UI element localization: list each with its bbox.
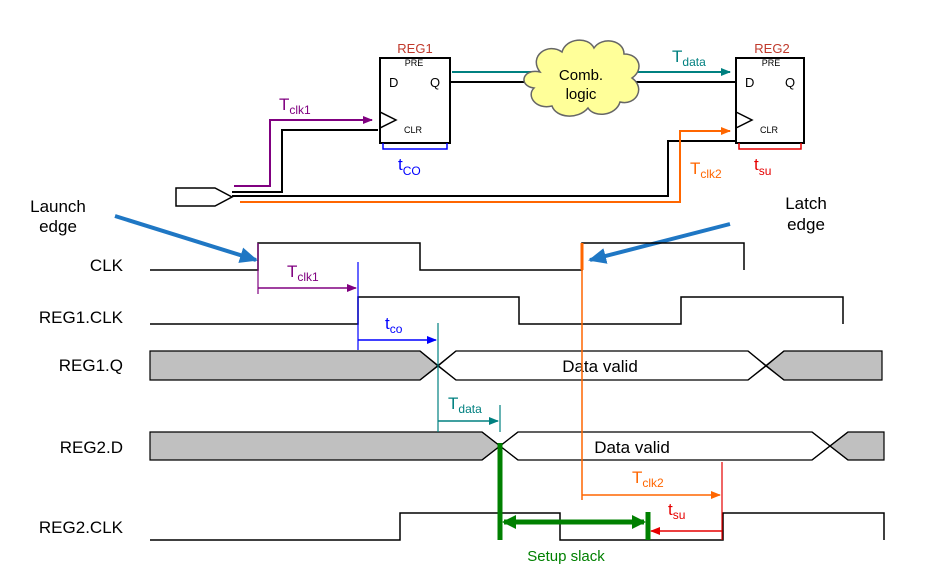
clk2-wire [232,140,736,197]
launch-edge-line1: Launch [30,197,86,216]
latch-edge-line1: Latch [785,194,827,213]
setup-slack-label: Setup slack [527,548,605,565]
latch-edge-line2: edge [787,215,825,234]
tclk2-path [240,127,731,203]
launch-edge-arrow [114,214,258,263]
comb-logic-line2: logic [566,86,597,103]
tdata-label: Tdata [672,47,706,69]
tco-label: tCO [398,155,421,178]
timing-tclk2-label: Tclk2 [632,468,664,490]
tsu-label: tsu [754,155,771,178]
reg2-tsu-brace [738,143,802,150]
reg1-d: D [389,75,398,90]
clk1-wire [232,129,378,193]
tclk2-label: Tclk2 [690,159,722,181]
launch-edge-line2: edge [39,217,77,236]
reg1-flipflop: REG1 PRE D Q CLR [379,41,451,144]
reg2-clk-waveform [150,512,885,541]
reg2-q: Q [785,75,795,90]
timing-tco-label: tco [385,314,403,336]
reg2-name: REG2 [754,41,789,56]
reg1-q-bus: Data valid [149,350,883,381]
reg2-d: D [745,75,754,90]
reg1-pre: PRE [405,58,424,68]
signal-reg2-clk-label: REG2.CLK [39,518,124,537]
clock-input-pin [175,187,234,207]
tclk1-path [234,116,373,187]
comb-logic-line1: Comb. [559,67,603,84]
signal-reg1-clk-label: REG1.CLK [39,308,124,327]
reg1-q: Q [430,75,440,90]
reg1-clr: CLR [404,125,423,135]
timing-tdata-label: Tdata [448,394,482,416]
tclk1-label: Tclk1 [279,95,311,117]
signal-reg1-q-label: REG1.Q [59,356,123,375]
latch-edge-arrow [588,222,731,264]
reg2-pre: PRE [762,58,781,68]
timing-tclk1-label: Tclk1 [287,262,319,284]
reg2-clr: CLR [760,125,779,135]
reg2-flipflop: REG2 PRE D Q CLR [735,41,805,144]
reg1-name: REG1 [397,41,432,56]
timing-tsu-label: tsu [668,500,685,522]
signal-reg2-d-label: REG2.D [60,438,123,457]
reg2-d-data-valid: Data valid [594,438,670,457]
reg2-d-bus: Data valid [149,431,885,461]
reg1-tco-brace [382,143,448,150]
reg1-clk-waveform [150,296,844,325]
comb-logic-cloud: Comb. logic [523,39,640,117]
signal-clk-label: CLK [90,256,124,275]
reg1-q-data-valid: Data valid [562,357,638,376]
